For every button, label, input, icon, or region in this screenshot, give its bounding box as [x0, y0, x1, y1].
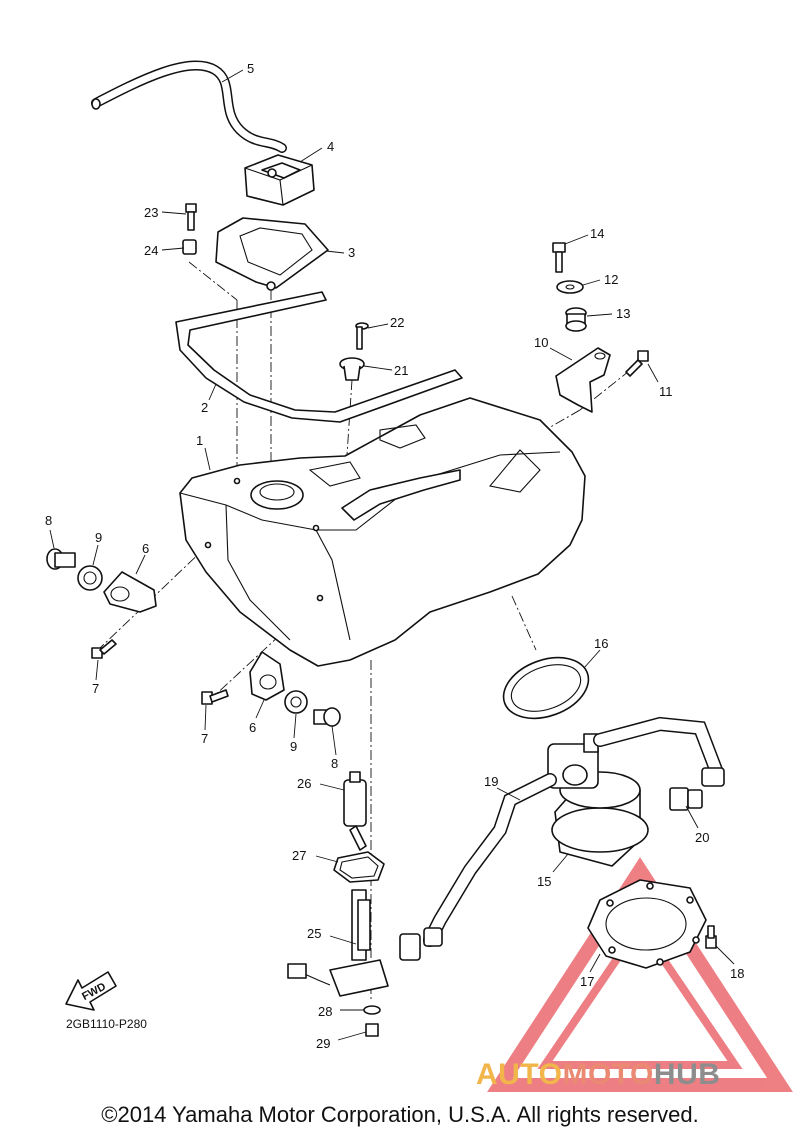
callout-9-left: 9: [95, 530, 102, 545]
bracket-6-right: [249, 651, 285, 701]
callout-26: 26: [297, 776, 311, 791]
logo-part-auto: AUTO: [476, 1058, 563, 1091]
copyright-notice: ©2014 Yamaha Motor Corporation, U.S.A. A…: [101, 1102, 699, 1127]
callout-8-right: 8: [331, 756, 338, 771]
callout-7-right: 7: [201, 731, 208, 746]
washer-28: [363, 1005, 381, 1015]
callout-24: 24: [144, 243, 158, 258]
damper-9-right: [284, 690, 308, 714]
callout-23: 23: [144, 205, 158, 220]
callout-3: 3: [348, 245, 355, 260]
collar-24: [182, 239, 197, 255]
clamp-20: [669, 787, 703, 811]
sender-25: [287, 889, 389, 997]
collar-8-right: [313, 707, 341, 727]
callout-numbers: 1 2 3 4 5 6 6 7 7 8 8 9 9 10 11 12 13 14…: [45, 61, 744, 1051]
damper-9-left: [77, 565, 103, 591]
callout-29: 29: [316, 1036, 330, 1051]
grommet-21: [339, 357, 365, 381]
logo-part-hub: HUB: [653, 1058, 721, 1091]
callout-8-left: 8: [45, 513, 52, 528]
callout-leaders: [49, 69, 735, 1041]
callout-4: 4: [327, 139, 334, 154]
bolt-18: [705, 925, 717, 949]
bracket-6-left: [103, 571, 157, 613]
callout-20: 20: [695, 830, 709, 845]
callout-1: 1: [196, 433, 203, 448]
callout-19: 19: [484, 774, 498, 789]
callout-12: 12: [604, 272, 618, 287]
callout-5: 5: [247, 61, 254, 76]
callout-13: 13: [616, 306, 630, 321]
callout-18: 18: [730, 966, 744, 981]
fuel-pump-15: [547, 733, 649, 867]
callout-6-right: 6: [249, 720, 256, 735]
watermark-logo: AUTOMOTOHUB: [476, 1058, 720, 1092]
sensor-26: [343, 771, 367, 851]
callout-11: 11: [659, 384, 673, 399]
watermark-triangle: [487, 857, 793, 1092]
screw-22: [355, 322, 369, 350]
callout-16: 16: [594, 636, 608, 651]
hose-19: [399, 716, 725, 961]
bolt-14: [552, 242, 566, 273]
bolt-23: [185, 203, 197, 231]
washer-12: [556, 280, 584, 294]
callout-28: 28: [318, 1004, 332, 1019]
o-ring-27: [333, 851, 385, 883]
bolt-7-right: [201, 689, 229, 705]
callout-22: 22: [390, 315, 404, 330]
callout-21: 21: [394, 363, 408, 378]
breather-hose: [91, 60, 287, 153]
bolt-7-left: [91, 639, 117, 659]
callout-10: 10: [534, 335, 548, 350]
reference-code: 2GB1110-P280: [66, 1017, 147, 1031]
bracket-10: [555, 347, 611, 413]
callout-6-left: 6: [142, 541, 149, 556]
bolt-11: [625, 350, 649, 377]
callout-2: 2: [201, 400, 208, 415]
callout-7-left: 7: [92, 681, 99, 696]
screw-29: [365, 1023, 379, 1037]
cap-cover: [244, 154, 315, 206]
callout-15: 15: [537, 874, 551, 889]
callout-9-right: 9: [290, 739, 297, 754]
callout-14: 14: [590, 226, 604, 241]
plate-17: [587, 879, 707, 969]
callout-17: 17: [580, 974, 594, 989]
fuel-tank: [179, 397, 586, 667]
damper-13: [565, 307, 587, 332]
fwd-arrow: FWD: [65, 971, 117, 1011]
callout-25: 25: [307, 926, 321, 941]
collar-8-left: [46, 548, 76, 570]
tank-rail: [175, 291, 463, 423]
gasket-16: [502, 656, 590, 720]
cap-seat: [215, 217, 329, 291]
callout-27: 27: [292, 848, 306, 863]
logo-part-moto: MOTO: [562, 1058, 654, 1091]
